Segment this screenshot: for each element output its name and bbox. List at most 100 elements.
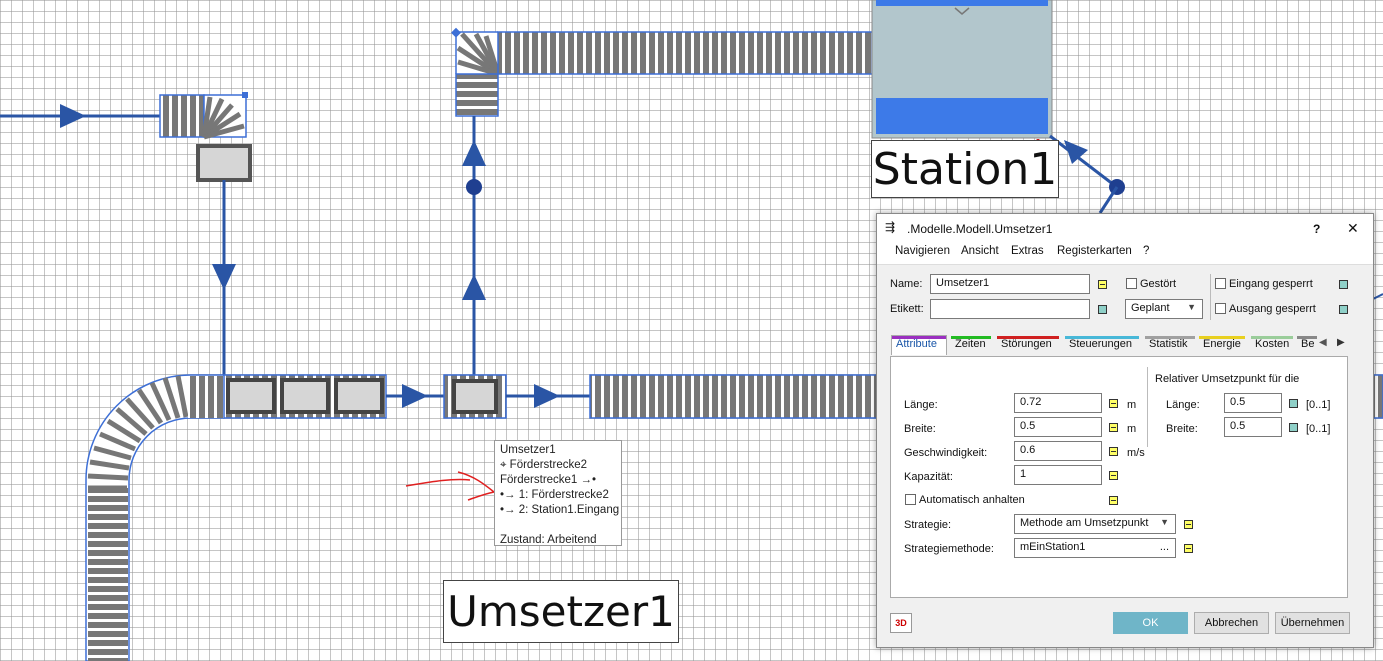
tooltip-line: •→ 1: Förderstrecke2 [500,489,609,501]
eingang-gesperrt-checkbox[interactable] [1215,278,1226,289]
conveyor-segment[interactable] [589,374,881,419]
chevron-down-icon: ▼ [1187,302,1196,312]
rel-laenge-label: Länge: [1166,399,1200,411]
tab-label: Störungen [1001,338,1052,350]
gestoert-label: Gestört [1140,278,1177,290]
tab-steuerungen[interactable]: Steuerungen [1065,336,1139,354]
help-button[interactable]: ? [1313,222,1321,236]
menu-bar: Navigieren Ansicht Extras Registerkarten… [877,242,1373,265]
rel-laenge-range: [0..1] [1306,399,1331,411]
divider [1210,274,1211,320]
inherit-toggle-icon[interactable] [1109,447,1118,456]
flow-arrow [60,104,86,128]
inherit-toggle-icon[interactable] [1098,280,1107,289]
breite-field[interactable]: 0.5 [1014,417,1102,437]
close-icon[interactable]: ✕ [1347,220,1359,236]
inherit-toggle-icon[interactable] [1184,544,1193,553]
tab-kosten[interactable]: Kosten [1251,336,1293,354]
geschwindigkeit-field[interactable]: 0.6 [1014,441,1102,461]
name-label: Name: [890,278,923,290]
inherit-toggle-icon[interactable] [1109,423,1118,432]
inherit-toggle-icon[interactable] [1109,399,1118,408]
tab-color-bar [997,336,1059,339]
tab-color-bar [1199,336,1245,339]
station1-label[interactable]: Station1 [871,140,1059,198]
tab-color-bar [1251,336,1293,339]
strategiemethode-field[interactable]: mEinStation1 ... [1014,538,1176,558]
tooltip-line: Zustand: Arbeitend [500,534,597,546]
tooltip-line: ⌖ Förderstrecke2 [500,459,588,471]
inherit-toggle-icon[interactable] [1339,280,1348,289]
laenge-label: Länge: [904,399,938,411]
inherit-toggle-icon[interactable] [1289,399,1298,408]
annotation-arrow [405,471,496,501]
laenge-field[interactable]: 0.72 [1014,393,1102,413]
laenge-unit: m [1127,399,1137,411]
menu-registerkarten[interactable]: Registerkarten [1057,245,1132,257]
conveyor-segment[interactable] [455,73,499,117]
strategie-label: Strategie: [904,519,952,531]
tab-color-bar [892,336,946,339]
inherit-toggle-icon[interactable] [1109,496,1118,505]
tab-label: Statistik [1149,338,1188,350]
breite-unit: m [1127,423,1137,435]
relativ-heading: Relativer Umsetzpunkt für die [1155,373,1300,385]
gestoert-checkbox[interactable] [1126,278,1137,289]
strategie-value: Methode am Umsetzpunkt [1020,517,1149,529]
rel-laenge-field[interactable]: 0.5 [1224,393,1282,413]
tab-scroll-right-icon[interactable]: ▶ [1337,337,1345,348]
umsetzer-label[interactable]: Umsetzer1 [443,580,679,643]
strategie-select[interactable]: Methode am Umsetzpunkt ▼ [1014,514,1176,534]
tab-label: Be [1301,338,1315,350]
chevron-down-icon: ▼ [1160,517,1169,527]
inherit-toggle-icon[interactable] [1184,520,1193,529]
rel-breite-range: [0..1] [1306,423,1331,435]
geplant-select[interactable]: Geplant▼ [1125,299,1203,319]
tooltip-line: Förderstrecke1 →• [500,474,597,486]
tab-color-bar [1145,336,1195,339]
conveyor-segment[interactable] [159,94,205,138]
station-box[interactable] [196,144,252,182]
inherit-toggle-icon[interactable] [1109,471,1118,480]
menu-ansicht[interactable]: Ansicht [961,245,999,257]
tab-energie[interactable]: Energie [1199,336,1245,354]
name-field[interactable]: Umsetzer1 [930,274,1090,294]
tab-zeiten[interactable]: Zeiten [951,336,991,354]
menu-navigieren[interactable]: Navigieren [895,245,950,257]
3d-button[interactable]: 3D [890,613,912,633]
geschwindigkeit-label: Geschwindigkeit: [904,447,988,459]
automatisch-anhalten-checkbox[interactable] [905,494,916,505]
inherit-toggle-icon[interactable] [1098,305,1107,314]
menu-help[interactable]: ? [1143,245,1150,257]
inherit-toggle-icon[interactable] [1339,305,1348,314]
dialog-titlebar[interactable]: ⇶ .Modelle.Modell.Umsetzer1 ? ✕ [877,214,1373,242]
etikett-label: Etikett: [890,303,924,315]
inherit-toggle-icon[interactable] [1289,423,1298,432]
tab-be[interactable]: Be [1297,336,1317,354]
tab-label: Energie [1203,338,1241,350]
ok-button[interactable]: OK [1113,612,1188,634]
rel-breite-label: Breite: [1166,423,1198,435]
tab-color-bar [951,336,991,339]
tab-statistik[interactable]: Statistik [1145,336,1195,354]
tab-label: Zeiten [955,338,986,350]
menu-extras[interactable]: Extras [1011,245,1044,257]
etikett-field[interactable] [930,299,1090,319]
tab-attribute[interactable]: Attribute [891,335,947,355]
breite-label: Breite: [904,423,936,435]
kapazitaet-field[interactable]: 1 [1014,465,1102,485]
apply-button[interactable]: Übernehmen [1275,612,1350,634]
tab-color-bar [1065,336,1139,339]
ausgang-gesperrt-label: Ausgang gesperrt [1229,303,1316,315]
cancel-button[interactable]: Abbrechen [1194,612,1269,634]
rel-breite-field[interactable]: 0.5 [1224,417,1282,437]
browse-button[interactable]: ... [1159,541,1169,553]
tab-label: Attribute [896,338,937,350]
conveyor-segment[interactable] [497,31,873,75]
tab-label: Steuerungen [1069,338,1132,350]
tab-scroll-left-icon[interactable]: ◀ [1319,337,1327,348]
tooltip-line: •→ 2: Station1.Eingang [500,504,620,516]
ausgang-gesperrt-checkbox[interactable] [1215,303,1226,314]
tab-stoerungen[interactable]: Störungen [997,336,1059,354]
